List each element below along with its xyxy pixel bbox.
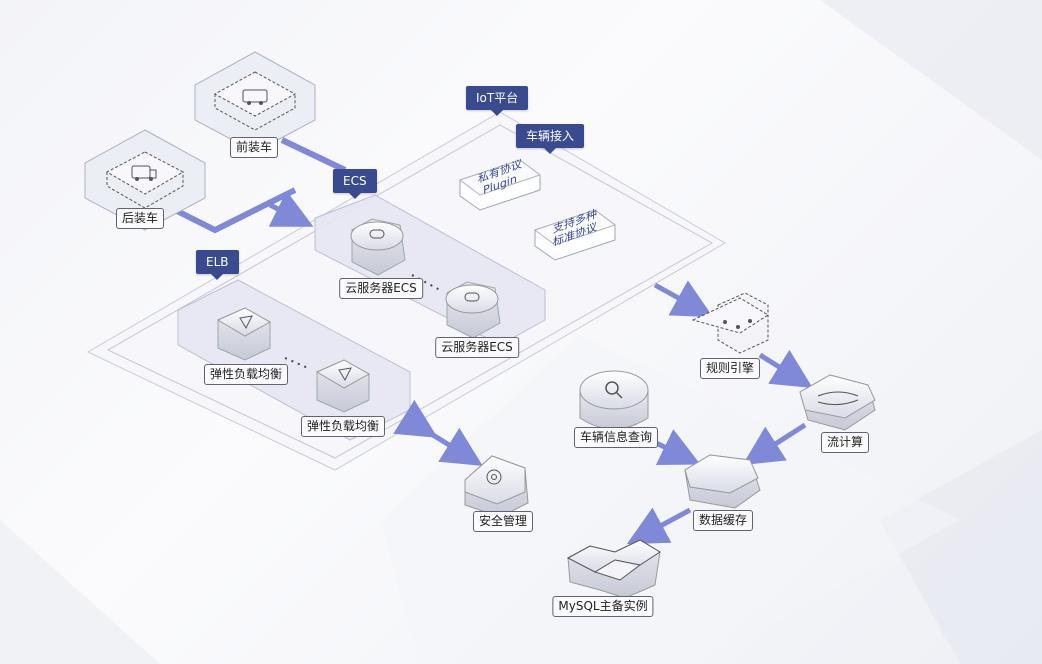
data-cache-label: 数据缓存 (692, 510, 754, 531)
ecs-label-2: 云服务器ECS (435, 337, 519, 358)
data-cache-node (684, 454, 761, 509)
truck-icon (131, 165, 157, 181)
car-icon (242, 89, 268, 105)
ecs-tag: ECS (333, 169, 377, 199)
iot-inner-plane (106, 124, 714, 459)
rear-vehicle-label: 后装车 (115, 208, 165, 229)
private-protocol-chip (458, 159, 542, 211)
elb-device-1 (216, 307, 272, 361)
elb-tag: ELB (196, 250, 239, 280)
standard-protocol-chip (533, 209, 617, 261)
iot-platform-tag: IoT平台 (466, 86, 529, 116)
rule-engine-label: 规则引擎 (699, 358, 761, 379)
ecs-label-1: 云服务器ECS (339, 278, 423, 299)
network-icon (239, 315, 253, 330)
front-vehicle-node (194, 51, 316, 153)
network-icon (338, 367, 352, 382)
clip-icon (464, 292, 480, 302)
elb-device-2 (315, 359, 371, 413)
ecs-dots (411, 274, 441, 291)
stream-compute-label: 流计算 (820, 432, 870, 453)
rear-vehicle-node (84, 129, 206, 231)
ecs-server-1 (350, 218, 406, 276)
flow-arrows (393, 280, 813, 545)
gear-icon (486, 469, 502, 485)
clip-icon (369, 229, 385, 239)
elb-label-2: 弹性负载均衡 (300, 416, 386, 437)
security-node (464, 455, 529, 518)
vehicle-query-label: 车辆信息查询 (573, 427, 659, 448)
flow-icon (817, 391, 859, 406)
security-label: 安全管理 (472, 511, 534, 532)
search-icon (605, 381, 623, 399)
elb-label-1: 弹性负载均衡 (203, 364, 289, 385)
mysql-node (566, 539, 661, 599)
mysql-label: MySQL主备实例 (552, 596, 654, 617)
vehicle-links (163, 137, 347, 234)
lower-plane (380, 335, 960, 664)
ecs-server-2 (445, 281, 501, 339)
rule-engine-node (691, 292, 769, 354)
front-vehicle-label: 前装车 (229, 137, 279, 158)
vehicle-access-tag: 车辆接入 (516, 124, 585, 154)
vehicle-query-node (579, 370, 649, 430)
stream-compute-node (799, 374, 876, 431)
